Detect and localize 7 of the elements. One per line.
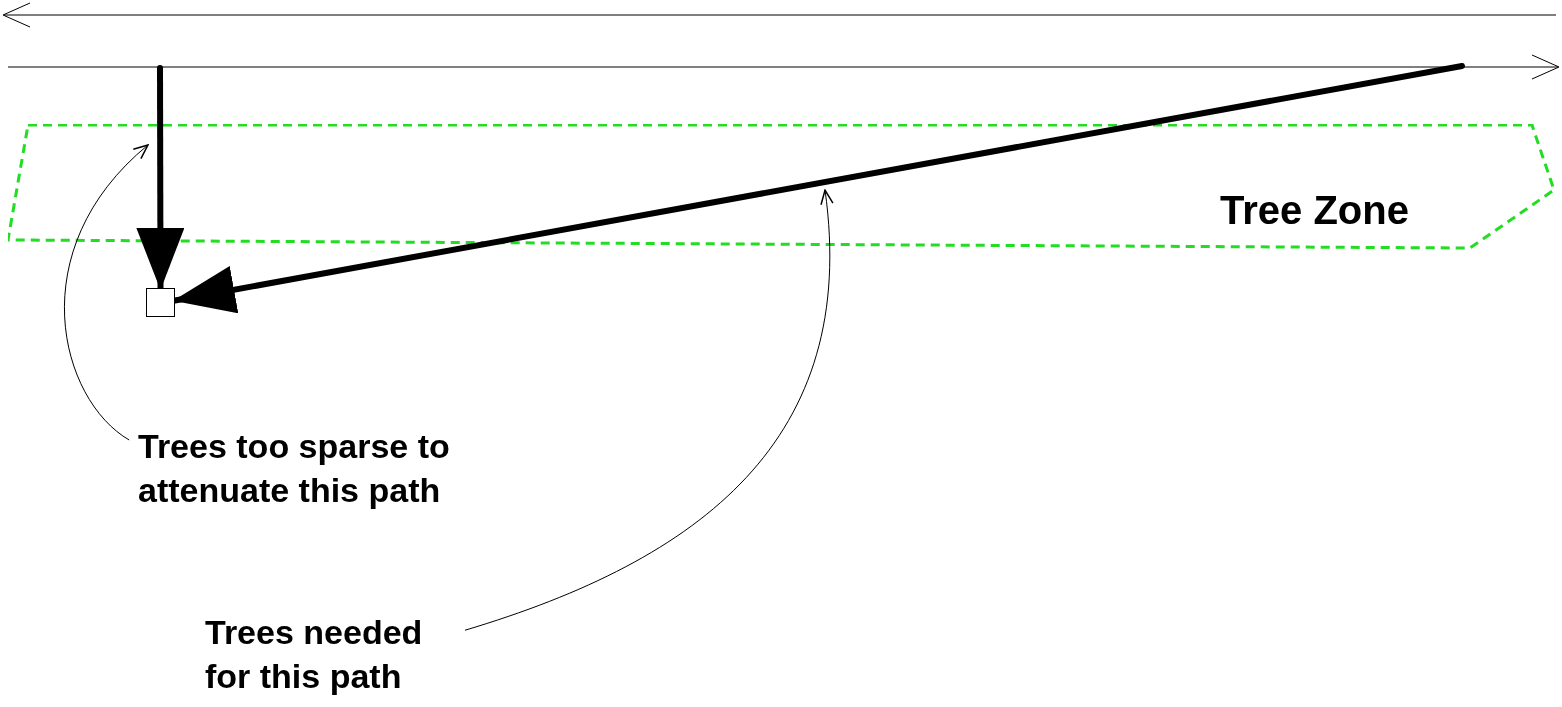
annotation-text: Trees needed for this path [205, 610, 465, 698]
leader-line [64, 144, 149, 441]
receiver-box [146, 288, 175, 317]
tree-zone [8, 124, 1556, 250]
zone-label: Tree Zone [1220, 187, 1409, 234]
annotation-text: Trees too sparse to attenuate this path [138, 424, 578, 512]
leader-line [464, 189, 833, 631]
